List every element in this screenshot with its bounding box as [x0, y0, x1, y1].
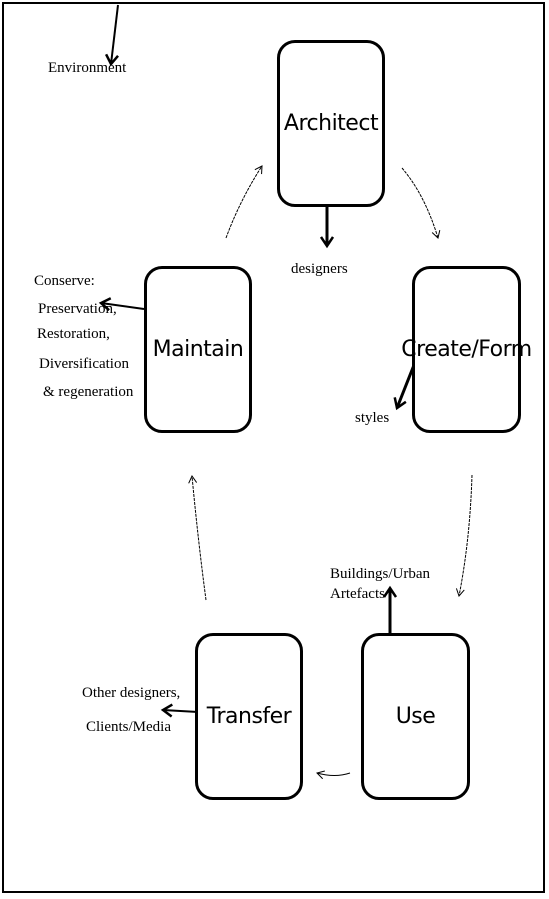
- label-regeneration: & regeneration: [43, 384, 134, 400]
- node-architect: Architect: [277, 40, 385, 207]
- label-diversification: Diversification: [39, 356, 129, 372]
- arrow-conserve: [101, 303, 145, 309]
- arrow-architect-to-create: [401, 167, 441, 239]
- label-environment: Environment: [48, 60, 127, 76]
- node-use: Use: [361, 633, 470, 800]
- arrow-create-to-use: [455, 474, 473, 597]
- arrow-maintain-to-architect: [225, 165, 263, 239]
- arrow-styles: [397, 364, 416, 408]
- label-other-designers: Other designers,: [82, 685, 181, 701]
- arrow-environment: [111, 4, 119, 64]
- arrow-transfer-to-maintain: [188, 474, 207, 601]
- label-restoration: Restoration,: [37, 326, 110, 342]
- label-conserve: Conserve:: [34, 273, 95, 289]
- label-buildings: Buildings/Urban: [330, 566, 430, 582]
- label-clients-media: Clients/Media: [86, 719, 171, 735]
- arrow-other-designers: [163, 710, 199, 712]
- label-designers: designers: [291, 261, 348, 277]
- label-preservation: Preservation,: [38, 301, 117, 317]
- node-create-form: Create/Form: [401, 266, 532, 433]
- node-maintain: Maintain: [144, 266, 252, 433]
- node-transfer: Transfer: [195, 633, 303, 800]
- label-artefacts: Artefacts: [330, 586, 385, 602]
- arrow-use-to-transfer: [316, 770, 351, 780]
- label-styles: styles: [355, 410, 390, 426]
